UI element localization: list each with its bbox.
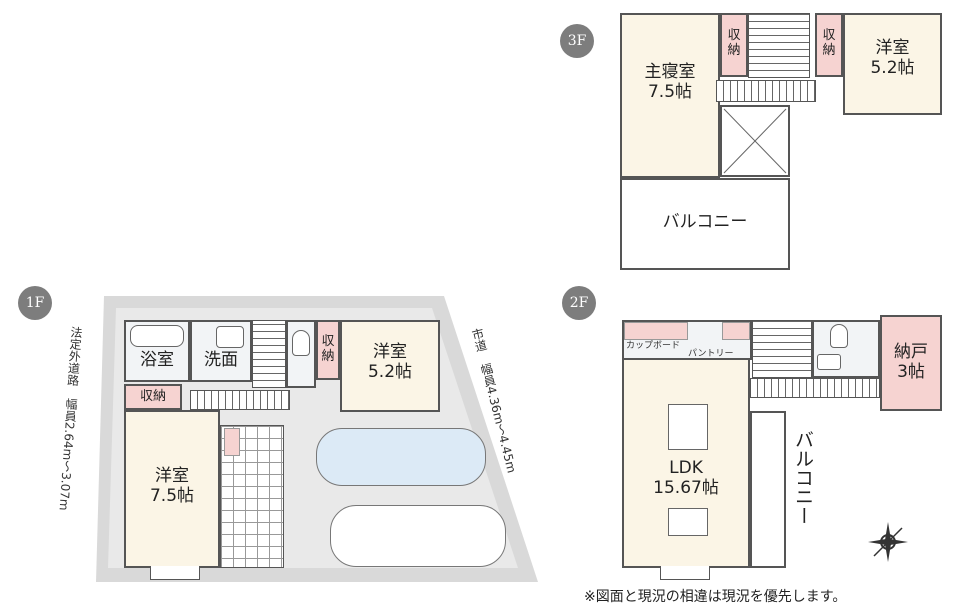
sofa: [668, 508, 708, 536]
toilet-icon: [830, 324, 848, 348]
washing-machine-icon: [216, 326, 244, 348]
stairs-landing-1f: [190, 390, 290, 410]
storage-label-1f-b: 収 納: [321, 334, 335, 364]
room-label-nando: 納戸 3帖: [894, 342, 928, 382]
balcony-label-3f: バルコニー: [662, 212, 748, 232]
stairs-3f: [748, 13, 810, 78]
compass-icon: [866, 520, 910, 564]
room-label-ldk: LDK 15.67帖: [653, 458, 719, 498]
floor-badge-1f: 1F: [18, 286, 52, 320]
cupboard-label: カップボード: [626, 341, 681, 351]
void-cross-icon: [723, 108, 787, 174]
pantry-shelf: [722, 322, 750, 340]
room-label-bath: 浴室: [140, 350, 174, 370]
disclaimer-note: ※図面と現況の相違は現況を優先します。: [584, 589, 847, 605]
room-western-a-1f: [340, 320, 440, 412]
floor-badge-3f: 3F: [560, 24, 594, 58]
storage-3f-b: [815, 13, 843, 77]
cupboard-shelf: [624, 322, 688, 340]
storage-label-3f-b: 収 納: [822, 28, 836, 58]
room-label-western-3f: 洋室 5.2帖: [870, 38, 915, 78]
room-label-master-bedroom: 主寝室 7.5帖: [644, 62, 696, 102]
car-2: [330, 505, 506, 567]
bathtub-icon: [130, 325, 184, 347]
bay-window-2f: [660, 566, 710, 580]
stairs-1f: [252, 320, 286, 388]
room-label-washroom: 洗面: [204, 350, 238, 370]
void-3f: [720, 105, 790, 177]
shoe-cabinet: [224, 428, 240, 456]
stairs-landing-3f: [716, 80, 816, 102]
stairs-landing-2f: [750, 378, 880, 398]
car-1: [316, 428, 486, 486]
stairs-2f: [752, 320, 812, 378]
road-label-left: 法定外道路 幅員2.64m～3.07m: [56, 325, 84, 512]
storage-label-3f-a: 収 納: [727, 28, 741, 58]
balcony-3f: [620, 178, 790, 270]
storage-1f-b: [316, 320, 340, 380]
floor-badge-2f: 2F: [562, 286, 596, 320]
balcony-label-2f: バルコニー: [792, 430, 814, 525]
room-nando-2f: [880, 315, 942, 411]
dining-table: [668, 404, 708, 450]
room-label-western-a: 洋室 5.2帖: [367, 342, 413, 382]
storage-3f-a: [720, 13, 748, 77]
room-western-b-1f: [124, 410, 220, 568]
storage-label-1f-a: 収納: [139, 389, 166, 404]
bay-window-1f: [150, 566, 200, 580]
balcony-2f: [750, 411, 786, 568]
room-master-bedroom-3f: [620, 13, 720, 178]
washbasin-icon: [817, 354, 841, 370]
room-western-3f: [843, 13, 942, 115]
room-label-western-b: 洋室 7.5帖: [149, 466, 195, 506]
storage-1f-a: [124, 384, 182, 410]
toilet-icon-1f: [292, 330, 310, 356]
pantry-label: パントリー: [688, 349, 734, 359]
